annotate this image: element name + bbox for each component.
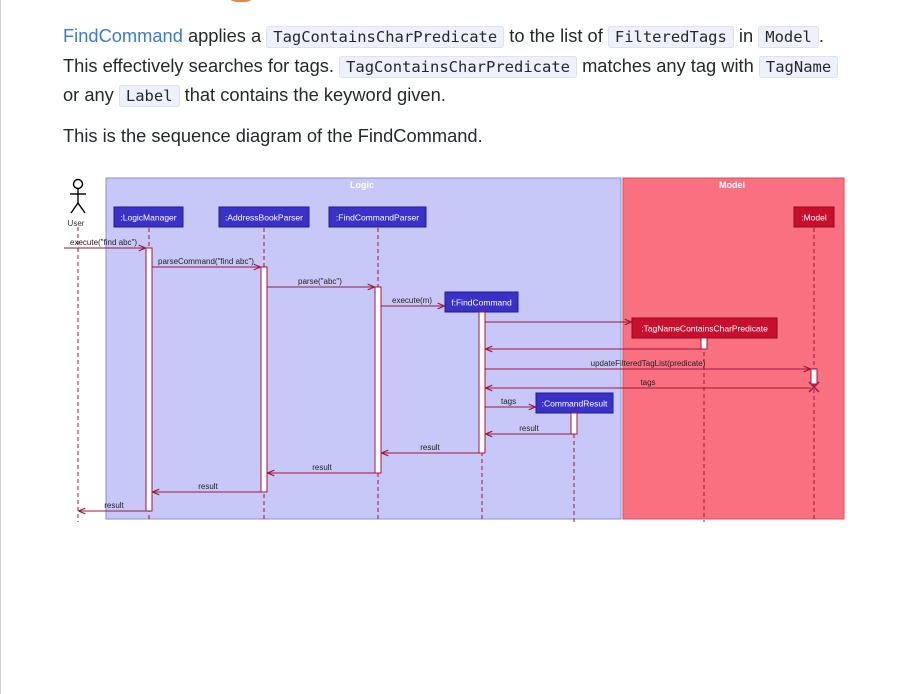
destroy-x-icon bbox=[808, 381, 820, 393]
msg-result-address-book-parser: result bbox=[198, 482, 218, 491]
code-label: Label bbox=[118, 85, 180, 107]
msg-result-command-result: result bbox=[519, 424, 539, 433]
model-frame-label: Model bbox=[719, 180, 745, 190]
msg-update-filtered-tag-list: updateFilteredTagList(predicate) bbox=[591, 359, 706, 368]
text-fragment: in bbox=[733, 25, 759, 46]
findcommand-link[interactable]: FindCommand bbox=[63, 25, 183, 46]
stick-figure-icon bbox=[70, 178, 86, 214]
msg-result-find-command-parser: result bbox=[312, 463, 332, 472]
code-tag-contains-char-predicate-2: TagContainsCharPredicate bbox=[339, 55, 577, 78]
msg-parse: parse("abc") bbox=[298, 277, 342, 286]
msg-execute-m: execute(m) bbox=[392, 296, 432, 305]
text-fragment: or any bbox=[63, 84, 119, 105]
msg-result-user: result bbox=[104, 501, 124, 510]
actor-user-label: User bbox=[68, 219, 85, 228]
sequence-diagram: Logic Model User :LogicManager :AddressB… bbox=[64, 177, 845, 522]
participant-find-command-parser-label: :FindCommandParser bbox=[336, 213, 419, 223]
code-tag-name: TagName bbox=[758, 55, 839, 78]
code-tag-contains-char-predicate: TagContainsCharPredicate bbox=[266, 26, 505, 48]
msg-parse-command: parseCommand("find abc") bbox=[158, 257, 254, 266]
participant-command-result-label: :CommandResult bbox=[542, 399, 608, 409]
page-left-border bbox=[0, 0, 1, 694]
description-paragraph: FindCommand applies a TagContainsCharPre… bbox=[63, 22, 853, 111]
participant-model-label: :Model bbox=[801, 213, 827, 223]
msg-tags-create: tags bbox=[501, 397, 516, 406]
participant-address-book-parser-label: :AddressBookParser bbox=[225, 213, 303, 223]
code-filtered-tags: FilteredTags bbox=[607, 26, 734, 48]
message-arrows bbox=[64, 248, 811, 511]
code-model: Model bbox=[758, 26, 819, 48]
participant-model bbox=[793, 206, 835, 228]
participant-find-command-label: f:FindCommand bbox=[451, 298, 512, 308]
participant-find-command-parser bbox=[328, 206, 427, 228]
msg-result-find-command: result bbox=[420, 443, 440, 452]
heading-underline-decoration bbox=[226, 0, 256, 2]
text-fragment: to the list of bbox=[504, 25, 608, 46]
text-fragment: matches any tag with bbox=[577, 54, 759, 76]
participant-predicate-label: :TagNameContainsCharPredicate bbox=[641, 324, 768, 334]
text-fragment: . This effectively searches for tags. bbox=[63, 25, 824, 76]
msg-tags-return: tags bbox=[640, 378, 655, 387]
logic-frame-label: Logic bbox=[350, 180, 374, 190]
text-fragment: applies a bbox=[182, 25, 267, 46]
message-labels: execute("find abc") parseCommand("find a… bbox=[70, 238, 706, 510]
msg-execute: execute("find abc") bbox=[70, 238, 137, 247]
text-fragment: that contains the keyword given. bbox=[179, 84, 446, 105]
diagram-intro-paragraph: This is the sequence diagram of the Find… bbox=[63, 125, 483, 146]
activation-bars bbox=[145, 247, 818, 512]
participant-logic-manager-label: :LogicManager bbox=[120, 213, 176, 223]
participant-logic-manager bbox=[113, 206, 184, 228]
participant-address-book-parser bbox=[218, 206, 310, 228]
